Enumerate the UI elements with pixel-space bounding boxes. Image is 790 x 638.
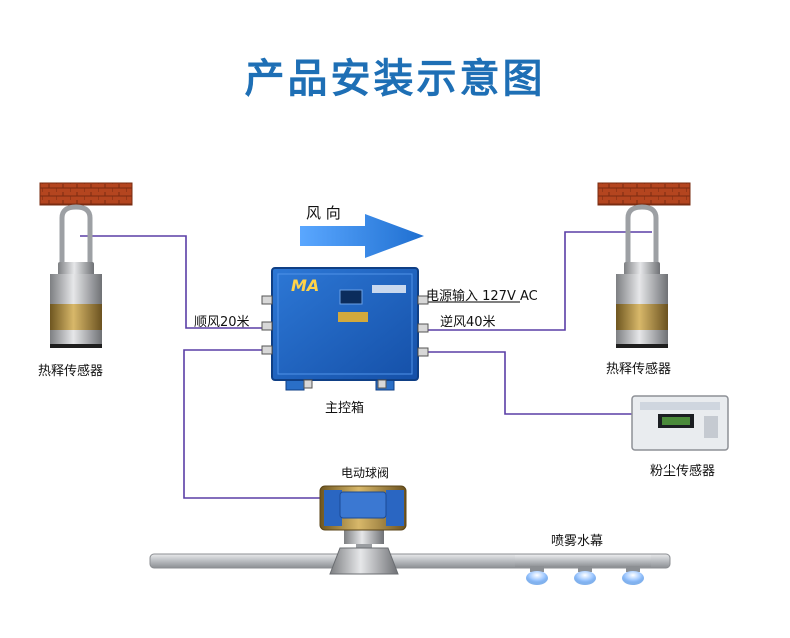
dust-sensor-label: 粉尘传感器 [650,464,716,479]
upwind-distance-label: 逆风40米 [440,315,496,330]
main-control-box [261,267,429,391]
main-box-label: 主控箱 [325,401,365,416]
spray-cone [622,571,644,585]
spray-cone [574,571,596,585]
left-heat-sensor [50,204,102,348]
right-heat-sensor [616,204,668,348]
spray-nozzles [515,555,651,585]
signal-wires [80,231,652,499]
dust-sensor-device [631,395,729,451]
right-sensor-label: 热释传感器 [606,362,672,377]
wire-right-sensor [420,231,652,331]
wire-valve [183,349,320,499]
left-sensor-label: 热释传感器 [38,364,104,379]
valve-label: 电动球阀 [341,466,390,480]
wire-dust-sensor [420,351,632,415]
downwind-distance-label: 顺风20米 [194,315,250,330]
spray-curtain-label: 喷雾水幕 [551,534,604,549]
spray-cone [526,571,548,585]
left-brick-ceiling [39,182,133,206]
wind-direction-label: 风 向 [306,204,341,222]
main-box-logo: MA [291,276,320,295]
page-title: 产品安装示意图 [244,55,546,102]
right-brick-ceiling [597,182,691,206]
wire-left-sensor [80,235,268,329]
power-input-label: 电源输入 127V AC [426,289,538,304]
wind-direction-arrow [300,214,424,258]
electric-ball-valve [319,485,407,575]
